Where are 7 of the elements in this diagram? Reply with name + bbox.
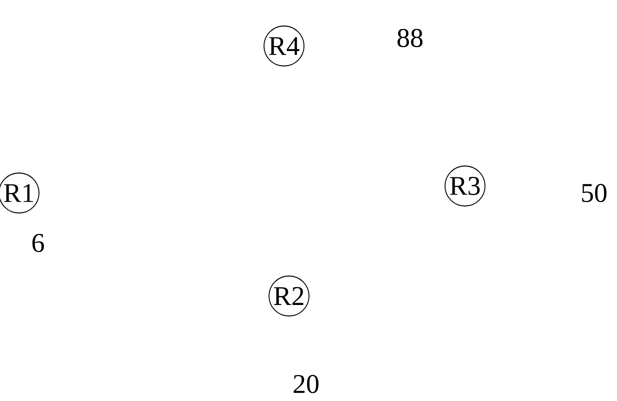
value-label: 20 bbox=[294, 374, 318, 394]
value-label: 50 bbox=[582, 184, 606, 202]
circle-node: R4 bbox=[264, 26, 304, 66]
circle-node: R3 bbox=[444, 166, 486, 206]
value-label: 6 bbox=[32, 234, 44, 252]
value-label: 88 bbox=[398, 28, 422, 48]
circle-node: R2 bbox=[268, 276, 310, 316]
